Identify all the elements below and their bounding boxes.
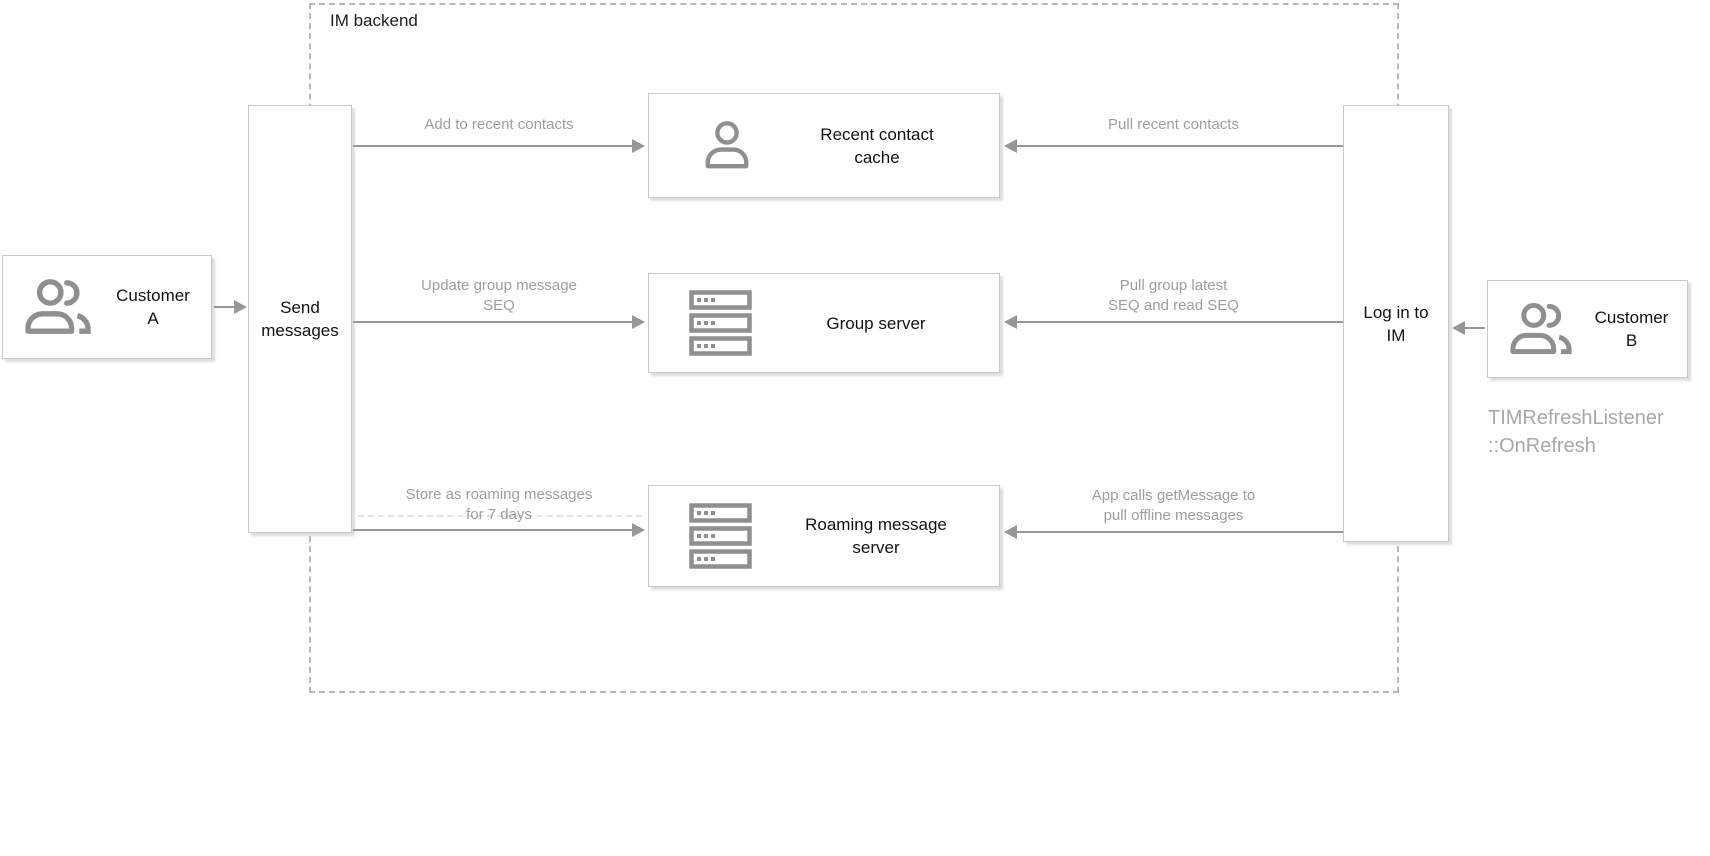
edge-label-store-as-roaming-messages: Store as roaming messages for 7 days xyxy=(405,486,593,523)
users-icon xyxy=(1506,300,1576,358)
node-label: Log in to IM xyxy=(1363,302,1429,345)
edge-label-app-calls-getmessage: App calls getMessage to pull offline mes… xyxy=(1091,487,1256,524)
node-send-messages: Send messages xyxy=(248,105,352,533)
arrowhead-icon xyxy=(1004,139,1017,153)
node-group-server: Group server xyxy=(648,273,1000,373)
person-icon xyxy=(699,116,755,176)
arrowhead-icon xyxy=(632,315,645,329)
node-customer-a: Customer A xyxy=(2,255,212,359)
edge-label-pull-group-latest-seq: Pull group latest SEQ and read SEQ xyxy=(1108,277,1239,314)
arrow-pull-group-latest-seq xyxy=(1004,315,1343,329)
node-roaming-message-server: Roaming message server xyxy=(648,485,1000,587)
arrowhead-icon xyxy=(632,139,645,153)
arrowhead-icon xyxy=(1452,321,1465,335)
node-label: Roaming message server xyxy=(805,515,947,557)
edge-label-update-group-message-seq: Update group message SEQ xyxy=(421,277,577,314)
node-recent-contact-cache: Recent contact cache xyxy=(648,93,1000,198)
arrow-app-calls-getmessage xyxy=(1004,525,1343,539)
arrow-add-to-recent-contacts xyxy=(353,139,645,153)
faint-dashed-line xyxy=(358,515,642,517)
server-stack-icon xyxy=(689,503,753,569)
arrow-store-as-roaming-messages xyxy=(353,523,645,537)
edge-label-add-to-recent-contacts: Add to recent contacts xyxy=(424,116,574,133)
arrow-update-group-message-seq xyxy=(353,315,645,329)
node-label: Customer A xyxy=(116,286,190,328)
arrow-customer-a-to-send-messages xyxy=(214,300,247,314)
arrowhead-icon xyxy=(632,523,645,537)
annotation-timrefreshlistener: TIMRefreshListener ::OnRefresh xyxy=(1488,407,1664,457)
users-icon xyxy=(21,276,95,338)
node-log-in-to-im: Log in to IM xyxy=(1343,105,1449,542)
node-label: Recent contact cache xyxy=(820,124,934,167)
arrowhead-icon xyxy=(1004,525,1017,539)
arrow-customer-b-to-log-in xyxy=(1452,321,1485,335)
node-label: Group server xyxy=(826,313,926,333)
node-label: Customer B xyxy=(1594,308,1669,350)
arrowhead-icon xyxy=(1004,315,1017,329)
node-customer-b: Customer B xyxy=(1487,280,1688,378)
arrowhead-icon xyxy=(234,300,247,314)
edge-label-pull-recent-contacts: Pull recent contacts xyxy=(1108,116,1239,133)
arrow-pull-recent-contacts xyxy=(1004,139,1343,153)
server-stack-icon xyxy=(689,290,753,356)
im-backend-label: IM backend xyxy=(330,11,418,30)
node-label: Send messages xyxy=(261,298,339,340)
